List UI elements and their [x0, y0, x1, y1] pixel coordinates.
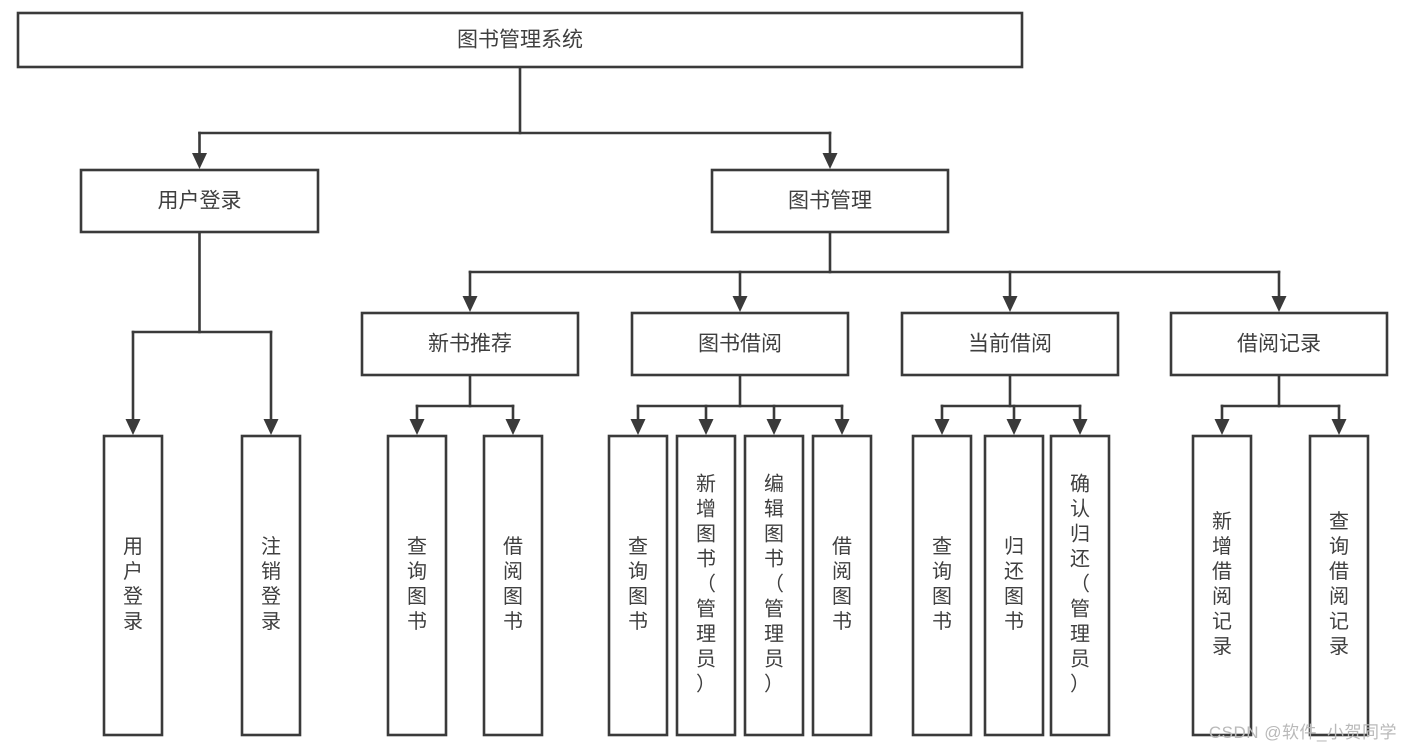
node-leaf-new-borrow[interactable]: 借阅图书	[482, 434, 544, 737]
arrow-head-icon	[766, 419, 782, 435]
node-box[interactable]	[1308, 434, 1370, 737]
node-leaf-new-query[interactable]: 查询图书	[386, 434, 448, 737]
arrow-head-icon	[1002, 296, 1018, 312]
node-leaf-borrow-lend[interactable]: 借阅图书	[811, 434, 873, 737]
arrow-head-icon	[1006, 419, 1022, 435]
arrow-head-icon	[409, 419, 425, 435]
node-leaf-user-login[interactable]: 用户登录	[102, 434, 164, 737]
arrow-head-icon	[125, 419, 141, 435]
node-layer: 图书管理系统用户登录图书管理新书推荐图书借阅当前借阅借阅记录用户登录注销登录查询…	[16, 11, 1389, 737]
node-leaf-current-return[interactable]: 归还图书	[983, 434, 1045, 737]
arrow-head-icon	[505, 419, 521, 435]
connector-newbook-to-leaves	[409, 373, 521, 435]
node-leaf-user-logout[interactable]: 注销登录	[240, 434, 302, 737]
node-label: 借阅图书	[832, 535, 852, 633]
connector-borrow-to-leaves	[630, 373, 850, 435]
connector-root-to-level2	[192, 65, 838, 169]
arrow-head-icon	[698, 419, 714, 435]
node-label: 编辑图书（管理员）	[764, 473, 784, 696]
node-box[interactable]	[607, 434, 669, 737]
arrow-head-icon	[934, 419, 950, 435]
node-label: 新增图书（管理员）	[696, 473, 716, 696]
node-box[interactable]	[675, 434, 737, 737]
watermark-credit: CSDN @软件_小贺同学	[1208, 723, 1397, 742]
node-label: 用户登录	[123, 536, 143, 633]
arrow-head-icon	[1271, 296, 1287, 312]
connector-current-to-leaves	[934, 373, 1088, 435]
connector-layer	[125, 65, 1347, 435]
node-leaf-borrow-query[interactable]: 查询图书	[607, 434, 669, 737]
node-box[interactable]	[1169, 311, 1389, 377]
connector-bookmgmt-to-level3	[462, 230, 1287, 312]
node-label: 借阅图书	[503, 535, 523, 633]
arrow-head-icon	[263, 419, 279, 435]
arrow-head-icon	[462, 296, 478, 312]
arrow-head-icon	[1331, 419, 1347, 435]
node-label: 当前借阅	[968, 333, 1052, 356]
node-box[interactable]	[630, 311, 850, 377]
node-leaf-current-confirm[interactable]: 确认归还（管理员）	[1049, 434, 1111, 737]
arrow-head-icon	[1214, 419, 1230, 435]
arrow-head-icon	[822, 153, 838, 169]
node-record[interactable]: 借阅记录	[1169, 311, 1389, 377]
node-leaf-borrow-edit[interactable]: 编辑图书（管理员）	[743, 434, 805, 737]
node-leaf-record-query[interactable]: 查询借阅记录	[1308, 434, 1370, 737]
node-box[interactable]	[79, 168, 320, 234]
node-label: 查询图书	[932, 535, 952, 633]
arrow-head-icon	[192, 153, 207, 169]
node-box[interactable]	[16, 11, 1024, 69]
node-box[interactable]	[710, 168, 950, 234]
node-label: 确认归还（管理员）	[1070, 473, 1090, 696]
arrow-head-icon	[630, 419, 646, 435]
arrow-head-icon	[834, 419, 850, 435]
arrow-head-icon	[732, 296, 748, 312]
node-box[interactable]	[900, 311, 1120, 377]
node-leaf-borrow-add[interactable]: 新增图书（管理员）	[675, 434, 737, 737]
node-box[interactable]	[482, 434, 544, 737]
node-box[interactable]	[983, 434, 1045, 737]
node-box[interactable]	[240, 434, 302, 737]
node-box[interactable]	[386, 434, 448, 737]
node-label: 查询图书	[407, 535, 427, 633]
node-label: 用户登录	[158, 190, 242, 213]
node-label: 新书推荐	[428, 333, 512, 356]
node-label: 图书管理系统	[457, 29, 583, 52]
node-label: 图书借阅	[698, 333, 782, 356]
node-box[interactable]	[811, 434, 873, 737]
node-newbook[interactable]: 新书推荐	[360, 311, 580, 377]
node-box[interactable]	[1191, 434, 1253, 737]
node-box[interactable]	[360, 311, 580, 377]
node-label: 查询借阅记录	[1329, 510, 1349, 658]
node-root[interactable]: 图书管理系统	[16, 11, 1024, 69]
node-leaf-record-add[interactable]: 新增借阅记录	[1191, 434, 1253, 737]
node-box[interactable]	[1049, 434, 1111, 737]
node-borrow[interactable]: 图书借阅	[630, 311, 850, 377]
node-label: 查询图书	[628, 535, 648, 633]
connector-login-to-leaves	[125, 230, 279, 435]
node-label: 归还图书	[1004, 535, 1024, 633]
node-current[interactable]: 当前借阅	[900, 311, 1120, 377]
node-box[interactable]	[911, 434, 973, 737]
node-label: 借阅记录	[1237, 333, 1321, 356]
node-bookmgmt[interactable]: 图书管理	[710, 168, 950, 234]
node-box[interactable]	[102, 434, 164, 737]
arrow-head-icon	[1072, 419, 1088, 435]
node-label: 注销登录	[261, 535, 281, 633]
node-box[interactable]	[743, 434, 805, 737]
node-label: 图书管理	[788, 190, 872, 213]
node-login[interactable]: 用户登录	[79, 168, 320, 234]
connector-record-to-leaves	[1214, 373, 1347, 435]
node-label: 新增借阅记录	[1212, 510, 1232, 658]
node-leaf-current-query[interactable]: 查询图书	[911, 434, 973, 737]
